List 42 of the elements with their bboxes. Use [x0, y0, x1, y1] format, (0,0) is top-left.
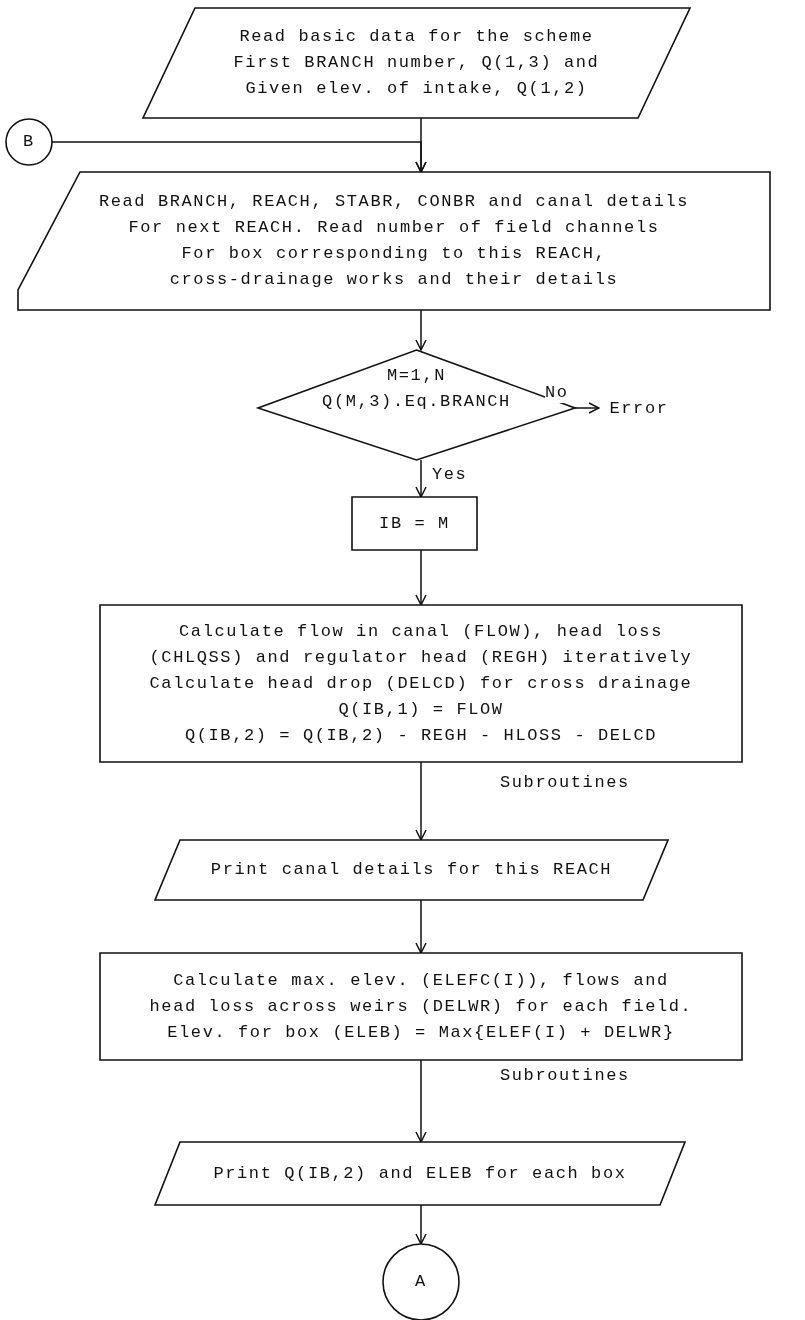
input-output-parallelogram: [143, 8, 690, 118]
input-output-parallelogram: [155, 840, 668, 900]
edge-label: No: [545, 383, 569, 403]
node-text: A: [415, 1271, 427, 1293]
arrow: [51, 141, 427, 173]
node-text: Q(M,3).Eq.BRANCH: [322, 391, 511, 413]
node-text: Given elev. of intake, Q(1,2): [245, 78, 588, 100]
input-output-parallelogram: [155, 1142, 685, 1205]
node-text: For next REACH. Read number of field channels: [128, 217, 660, 239]
arrow: [415, 309, 427, 351]
arrow: [415, 1059, 427, 1143]
node-text: First BRANCH number, Q(1,3) and: [233, 52, 600, 74]
node-text: Q(IB,1) = FLOW: [338, 698, 504, 721]
node-text: Calculate head drop (DELCD) for cross drainage: [149, 672, 693, 695]
node-text: Print canal details for this REACH: [210, 859, 613, 881]
decision-diamond: [258, 350, 575, 460]
connector-circle: [6, 119, 52, 165]
node-text: Q(IB,2) = Q(IB,2) - REGH - HLOSS - DELCD: [184, 724, 658, 747]
arrow: [415, 1204, 427, 1245]
node-text: Elev. for box (ELEB) = Max{ELEF(I) + DELWR}: [167, 1021, 675, 1044]
node-text: Read basic data for the scheme: [239, 26, 594, 48]
arrow: [574, 402, 600, 414]
side-note: Subroutines: [500, 1066, 630, 1085]
node-text: Print Q(IB,2) and ELEB for each box: [213, 1162, 627, 1185]
node-text: M=1,N: [387, 365, 446, 387]
node-text: B: [23, 131, 35, 153]
side-note: Subroutines: [500, 773, 630, 792]
process-box: [352, 497, 477, 550]
terminal-text: Error: [609, 398, 669, 420]
arrow: [415, 761, 427, 841]
manual-input-shape: [18, 172, 770, 310]
arrow: [415, 459, 427, 498]
node-text: Read BRANCH, REACH, STABR, CONBR and canal details: [98, 191, 690, 213]
arrow: [415, 549, 427, 606]
node-text: For box corresponding to this REACH,: [181, 243, 607, 265]
node-text: Calculate max. elev. (ELEFC(I)), flows and: [173, 969, 669, 992]
arrow: [415, 899, 427, 954]
node-text: Calculate flow in canal (FLOW), head loss: [179, 620, 663, 643]
node-text: IB = M: [379, 512, 450, 535]
node-text: (CHLQSS) and regulator head (REGH) iteratively: [149, 646, 693, 669]
node-text: cross-drainage works and their details: [169, 269, 619, 291]
node-text: head loss across weirs (DELWR) for each field.: [149, 995, 693, 1018]
